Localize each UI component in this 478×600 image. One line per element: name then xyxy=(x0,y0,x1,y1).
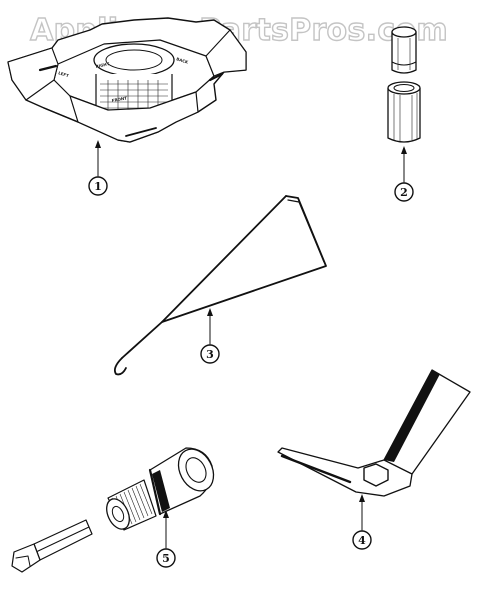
svg-text:FRONT: FRONT xyxy=(111,95,127,103)
svg-text:2: 2 xyxy=(400,186,408,199)
callout-5: 5 xyxy=(156,548,176,568)
svg-text:4: 4 xyxy=(358,534,366,547)
part-4-bent-wrench xyxy=(277,369,471,497)
callout-4: 4 xyxy=(352,530,372,550)
part-3-wire-hook xyxy=(113,195,327,376)
callout-2: 2 xyxy=(394,182,414,202)
callout-1: 1 xyxy=(88,176,108,196)
part-5-socket-and-bit xyxy=(11,447,215,573)
callout-3: 3 xyxy=(200,344,220,364)
svg-text:RIGHT: RIGHT xyxy=(95,61,110,69)
svg-text:BACK: BACK xyxy=(176,56,190,65)
svg-text:3: 3 xyxy=(206,348,214,361)
svg-text:LEFT: LEFT xyxy=(58,70,70,78)
svg-text:5: 5 xyxy=(162,552,170,565)
svg-text:1: 1 xyxy=(94,180,102,193)
part-2-bushings xyxy=(387,26,421,143)
part-1-base-plate: RIGHT FRONT LEFT BACK xyxy=(7,17,247,143)
